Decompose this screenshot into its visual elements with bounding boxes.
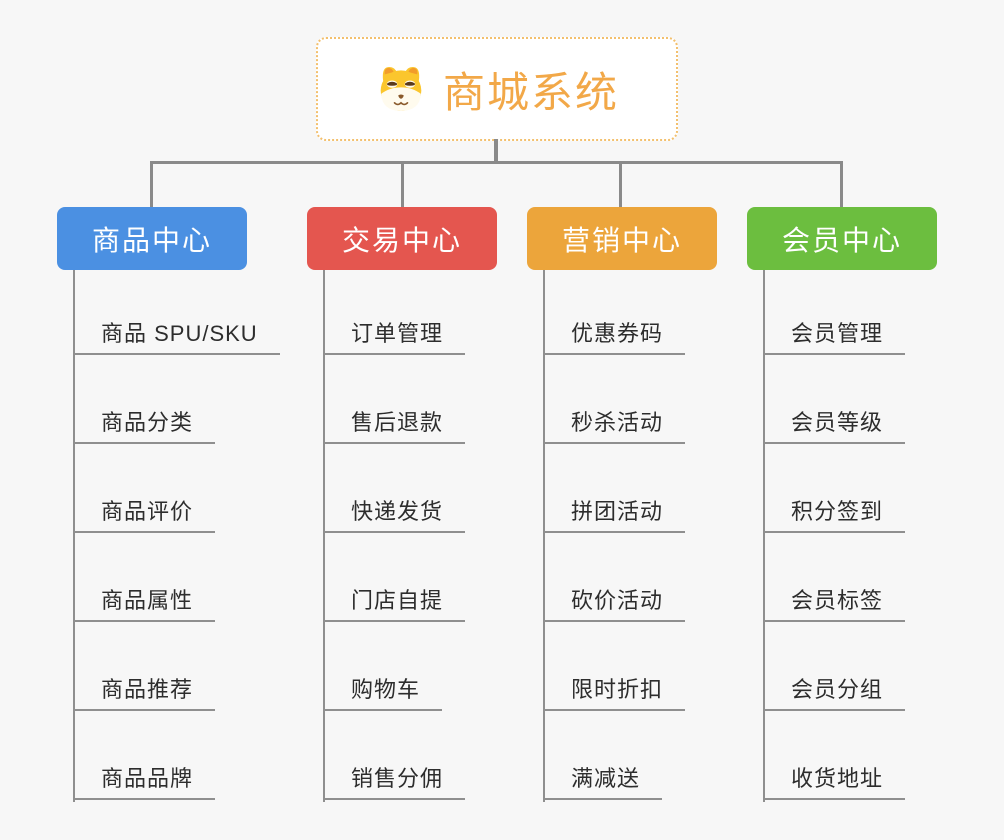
branch-header[interactable]: 营销中心 [527,207,717,270]
root-title: 商城系统 [442,68,619,116]
branch-trunk-line [323,270,325,802]
topic-item[interactable]: 收货地址 [763,762,906,800]
topic-item[interactable]: 商品推荐 [73,673,216,711]
branch-column-1: 商品中心商品 SPU/SKU 商品分类商品评价商品属性商品推荐商品品牌 [57,207,307,807]
connector-bus [150,161,843,164]
dog-face-icon [380,66,422,111]
branch-trunk-line [543,270,545,802]
branch-trunk-line [73,270,75,802]
topic-item[interactable]: 购物车 [323,673,443,711]
topic-item[interactable]: 限时折扣 [543,673,686,711]
branch-header[interactable]: 交易中心 [307,207,497,270]
branch-column-4: 会员中心会员管理会员等级积分签到会员标签会员分组收货地址 [747,207,997,807]
topic-item[interactable]: 订单管理 [323,317,466,355]
topic-item[interactable]: 商品 SPU/SKU [73,317,280,355]
topic-item[interactable]: 秒杀活动 [543,406,686,444]
topic-item[interactable]: 会员管理 [763,317,906,355]
branch-column-3: 营销中心优惠券码秒杀活动拼团活动砍价活动限时折扣满减送 [527,207,777,807]
topic-item[interactable]: 商品属性 [73,584,216,622]
topic-item[interactable]: 会员分组 [763,673,906,711]
topic-item[interactable]: 砍价活动 [543,584,686,622]
branch-header[interactable]: 商品中心 [57,207,247,270]
root-node[interactable]: 商城系统 [316,37,678,141]
topic-item[interactable]: 售后退款 [323,406,466,444]
topic-item[interactable]: 销售分佣 [323,762,466,800]
topic-item[interactable]: 优惠券码 [543,317,686,355]
topic-item[interactable]: 商品品牌 [73,762,216,800]
topic-item[interactable]: 拼团活动 [543,495,686,533]
connector-drop-2 [401,164,404,207]
topic-item[interactable]: 商品评价 [73,495,216,533]
connector-drop-3 [619,164,622,207]
branch-trunk-line [763,270,765,802]
topic-item[interactable]: 快递发货 [323,495,466,533]
connector-drop-4 [840,164,843,207]
connector-root-drop [494,139,498,163]
topic-item[interactable]: 会员等级 [763,406,906,444]
branch-column-2: 交易中心订单管理售后退款快递发货门店自提购物车销售分佣 [307,207,557,807]
topic-item[interactable]: 积分签到 [763,495,906,533]
topic-item[interactable]: 门店自提 [323,584,466,622]
branch-header[interactable]: 会员中心 [747,207,937,270]
connector-drop-1 [150,164,153,207]
topic-item[interactable]: 会员标签 [763,584,906,622]
topic-item[interactable]: 商品分类 [73,406,216,444]
topic-item[interactable]: 满减送 [543,762,663,800]
